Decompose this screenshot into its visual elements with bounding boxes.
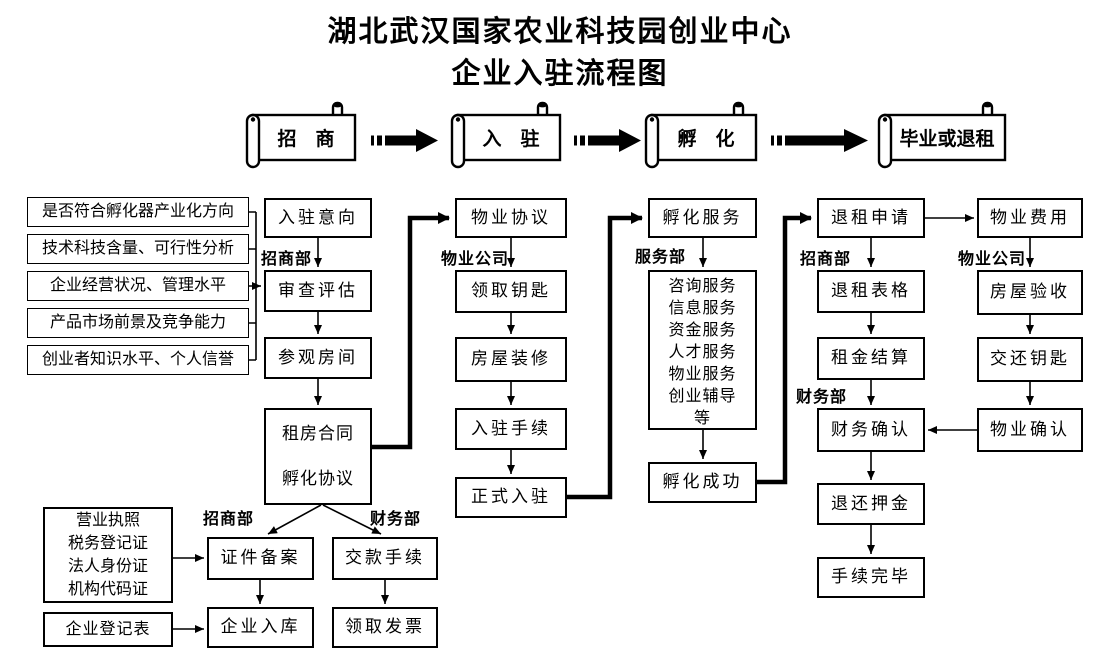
doc-item: 机构代码证 bbox=[67, 581, 148, 598]
scroll-shape-icon bbox=[450, 101, 562, 169]
service-item: 资金服务 bbox=[668, 322, 737, 339]
node-house-inspection: 房屋验收 bbox=[977, 270, 1083, 315]
node-certificate-filing: 证件备案 bbox=[207, 537, 314, 580]
node-finance-confirm: 财务确认 bbox=[817, 408, 925, 452]
node-property-confirm: 物业确认 bbox=[977, 408, 1083, 452]
elbow-contract-agreement bbox=[372, 212, 450, 450]
node-payment-procedure: 交款手续 bbox=[332, 537, 438, 580]
stage-banner-recruit: 招 商 bbox=[244, 100, 358, 170]
node-rent-settlement: 租金结算 bbox=[817, 337, 925, 380]
striped-arrow-icon bbox=[371, 129, 438, 157]
doc-item: 营业执照 bbox=[75, 512, 140, 529]
node-get-keys: 领取钥匙 bbox=[455, 270, 567, 313]
dept-label-property-out: 物业公司 bbox=[958, 251, 1027, 268]
node-return-deposit: 退还押金 bbox=[817, 483, 925, 525]
node-return-keys: 交还钥匙 bbox=[977, 337, 1083, 382]
node-exit-apply: 退租申请 bbox=[817, 198, 925, 238]
scroll-shape-icon bbox=[644, 101, 758, 169]
criteria-market: 产品市场前景及竞争能力 bbox=[27, 308, 249, 338]
contract-line1: 租房合同 bbox=[282, 424, 354, 444]
criteria-direction: 是否符合孵化器产业化方向 bbox=[27, 197, 249, 227]
stage-banner-entry: 入 驻 bbox=[449, 100, 563, 170]
node-entry-intent: 入驻意向 bbox=[264, 198, 372, 238]
stage-label: 招 商 bbox=[277, 129, 335, 150]
dept-label-reg-recruit: 招商部 bbox=[203, 511, 255, 528]
doc-item: 法人身份证 bbox=[67, 558, 148, 575]
service-item: 物业服务 bbox=[668, 366, 737, 383]
node-service-list: 咨询服务 信息服务 资金服务 人才服务 物业服务 创业辅导 等 bbox=[648, 270, 757, 430]
stage-label: 入 驻 bbox=[482, 129, 540, 150]
stage-banner-graduate: 毕业或退租 bbox=[876, 100, 1008, 170]
node-visit-room: 参观房间 bbox=[264, 337, 372, 379]
criteria-management: 企业经营状况、管理水平 bbox=[27, 271, 249, 301]
node-property-fee: 物业费用 bbox=[977, 198, 1083, 238]
stage-label: 毕业或退租 bbox=[899, 129, 995, 150]
striped-arrow-icon bbox=[771, 129, 868, 157]
service-item: 等 bbox=[693, 410, 711, 427]
dept-label-exit-finance: 财务部 bbox=[796, 389, 848, 406]
page-title: 湖北武汉国家农业科技园创业中心 bbox=[327, 16, 793, 48]
stage-label: 孵 化 bbox=[677, 129, 735, 150]
dept-label-exit-recruit: 招商部 bbox=[800, 251, 852, 268]
dept-label-service: 服务部 bbox=[635, 249, 687, 266]
service-item: 创业辅导 bbox=[668, 388, 737, 405]
dept-label-recruit: 招商部 bbox=[261, 251, 313, 268]
node-incubation-success: 孵化成功 bbox=[648, 462, 757, 503]
node-procedure-done: 手续完毕 bbox=[817, 557, 925, 598]
criteria-technology: 技术科技含量、可行性分析 bbox=[27, 234, 249, 264]
node-documents: 营业执照 税务登记证 法人身份证 机构代码证 bbox=[43, 507, 173, 603]
dept-label-reg-finance: 财务部 bbox=[370, 511, 422, 528]
node-registration-form: 企业登记表 bbox=[43, 612, 173, 647]
node-property-agreement: 物业协议 bbox=[455, 198, 567, 238]
scroll-shape-icon bbox=[245, 101, 357, 169]
service-item: 咨询服务 bbox=[668, 278, 737, 295]
node-enterprise-storage: 企业入库 bbox=[207, 607, 314, 648]
stage-banner-incubation: 孵 化 bbox=[643, 100, 759, 170]
contract-line2: 孵化协议 bbox=[282, 468, 354, 488]
service-item: 信息服务 bbox=[668, 300, 737, 317]
elbow-official-service bbox=[567, 212, 643, 500]
node-contract: 租房合同 孵化协议 bbox=[264, 408, 372, 505]
arrow-contract-filing bbox=[267, 504, 322, 535]
node-entry-procedure: 入驻手续 bbox=[455, 408, 567, 450]
criteria-reputation: 创业者知识水平、个人信誉 bbox=[27, 345, 249, 375]
node-get-invoice: 领取发票 bbox=[332, 607, 438, 648]
node-incubation-service: 孵化服务 bbox=[648, 198, 757, 238]
node-review: 审查评估 bbox=[264, 270, 372, 312]
node-exit-form: 退租表格 bbox=[817, 270, 925, 313]
service-item: 人才服务 bbox=[668, 344, 737, 361]
scroll-shape-icon bbox=[877, 101, 1007, 169]
page-subtitle: 企业入驻流程图 bbox=[451, 58, 669, 90]
criteria-bracket bbox=[249, 211, 257, 361]
dept-label-property-in: 物业公司 bbox=[441, 251, 510, 268]
node-renovation: 房屋装修 bbox=[455, 337, 567, 382]
doc-item: 税务登记证 bbox=[67, 535, 148, 552]
striped-arrow-icon bbox=[574, 129, 641, 157]
node-official-entry: 正式入驻 bbox=[455, 477, 567, 518]
